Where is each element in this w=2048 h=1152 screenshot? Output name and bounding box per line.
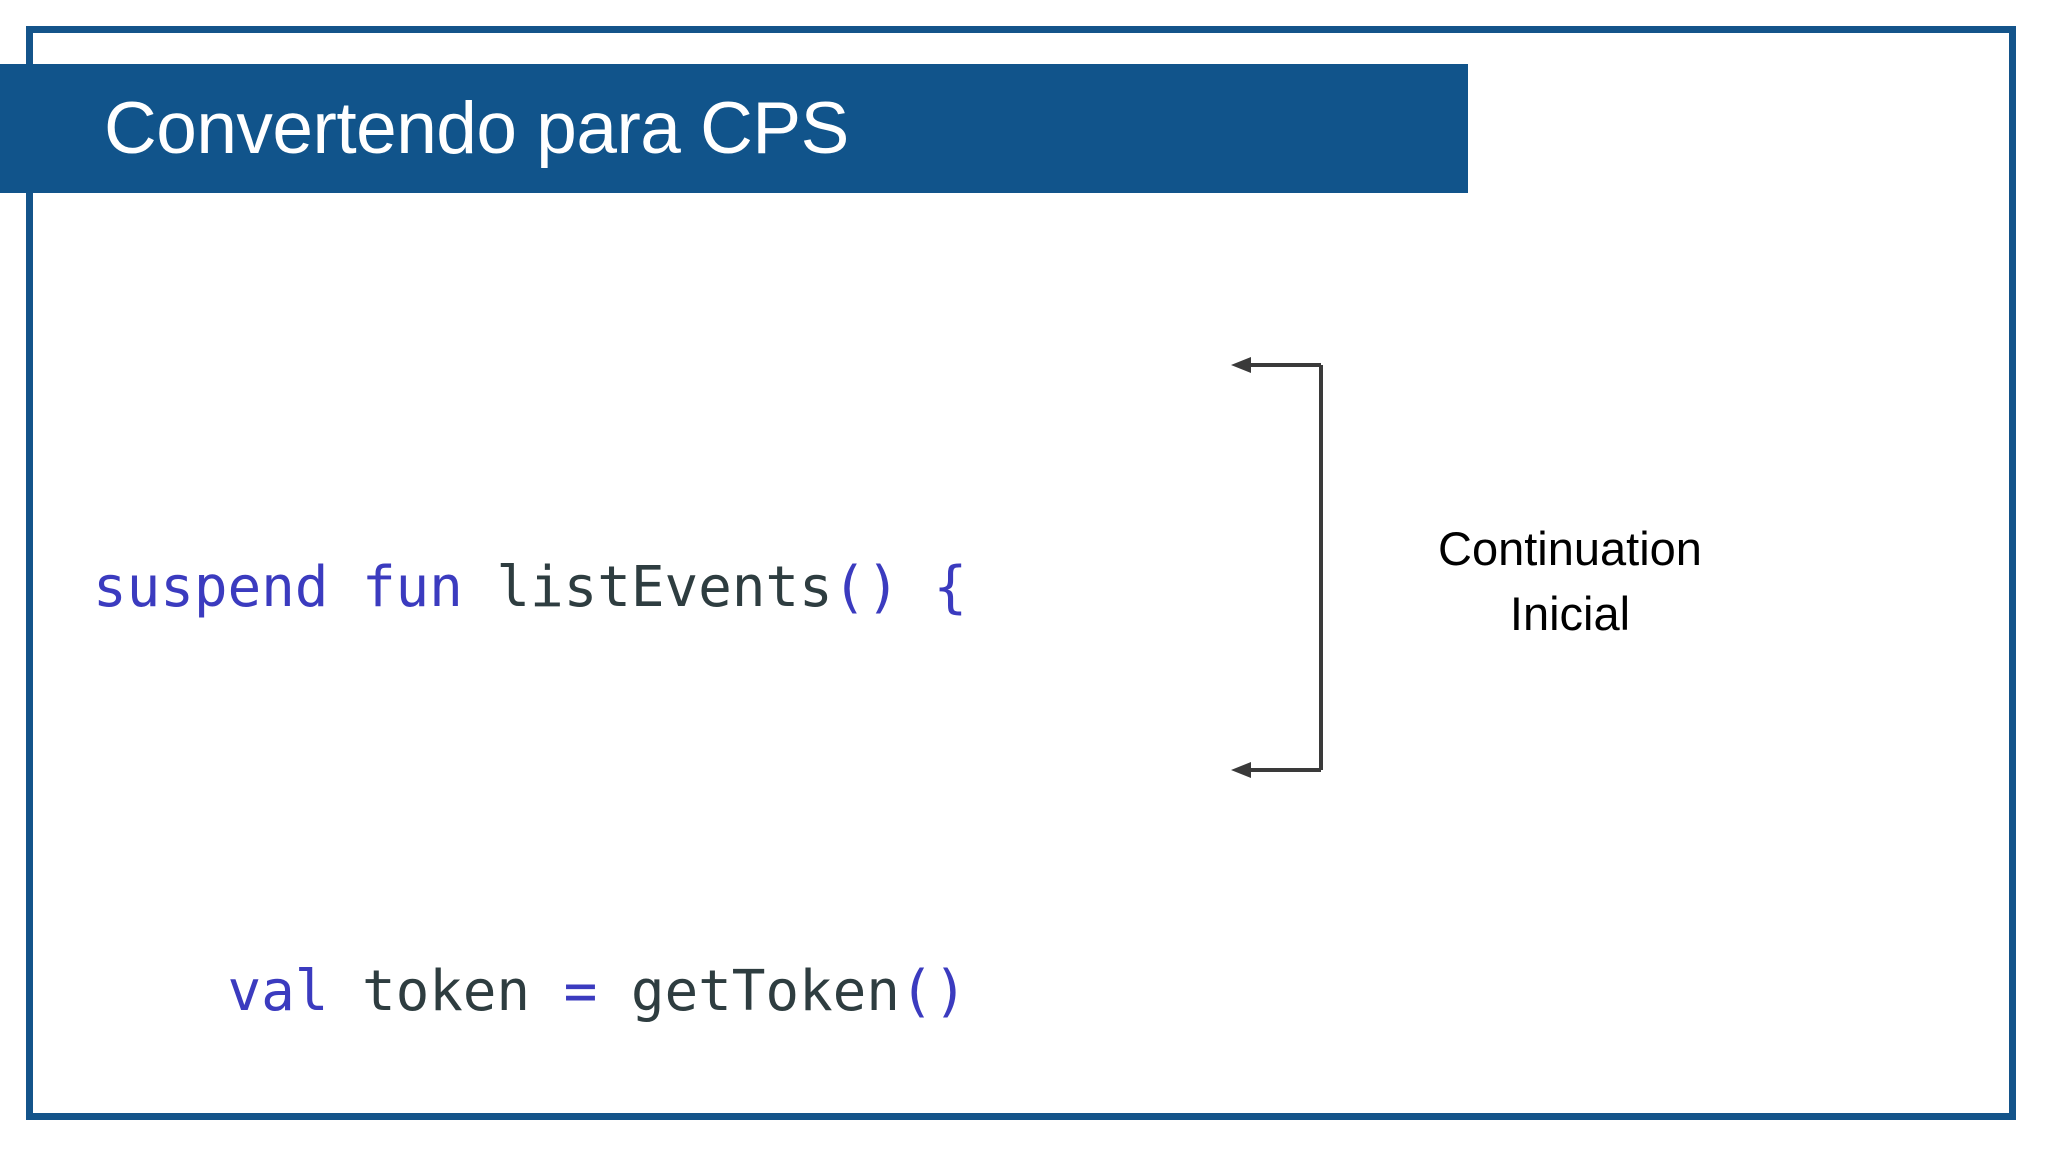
open-brace: {	[933, 555, 968, 620]
code-line-2: val token = getToken()	[93, 941, 1202, 1042]
annotation-label: Continuation Inicial	[1380, 516, 1760, 646]
title-banner: Convertendo para CPS	[0, 64, 1468, 193]
page-title: Convertendo para CPS	[104, 88, 849, 169]
keyword-suspend: suspend	[93, 555, 329, 620]
identifier-getToken: getToken	[630, 959, 900, 1024]
space	[328, 555, 362, 620]
space	[530, 959, 564, 1024]
parens: ()	[832, 555, 900, 620]
indent	[93, 959, 227, 1024]
space	[328, 959, 362, 1024]
keyword-fun: fun	[361, 555, 463, 620]
annotation-label-line2: Inicial	[1509, 587, 1631, 640]
space	[597, 959, 631, 1024]
space	[900, 555, 934, 620]
identifier-listEvents: listEvents	[496, 555, 833, 620]
annotation-label-line1: Continuation	[1438, 522, 1702, 575]
identifier-token: token	[361, 959, 531, 1024]
continuation-span-bracket-icon	[1225, 345, 1335, 790]
code-block: suspend fun listEvents() { val token = g…	[93, 234, 1202, 1152]
operator-assign: =	[563, 959, 598, 1024]
space	[463, 555, 497, 620]
keyword-val: val	[227, 959, 329, 1024]
code-line-1: suspend fun listEvents() {	[93, 537, 1202, 638]
parens: ()	[899, 959, 968, 1024]
